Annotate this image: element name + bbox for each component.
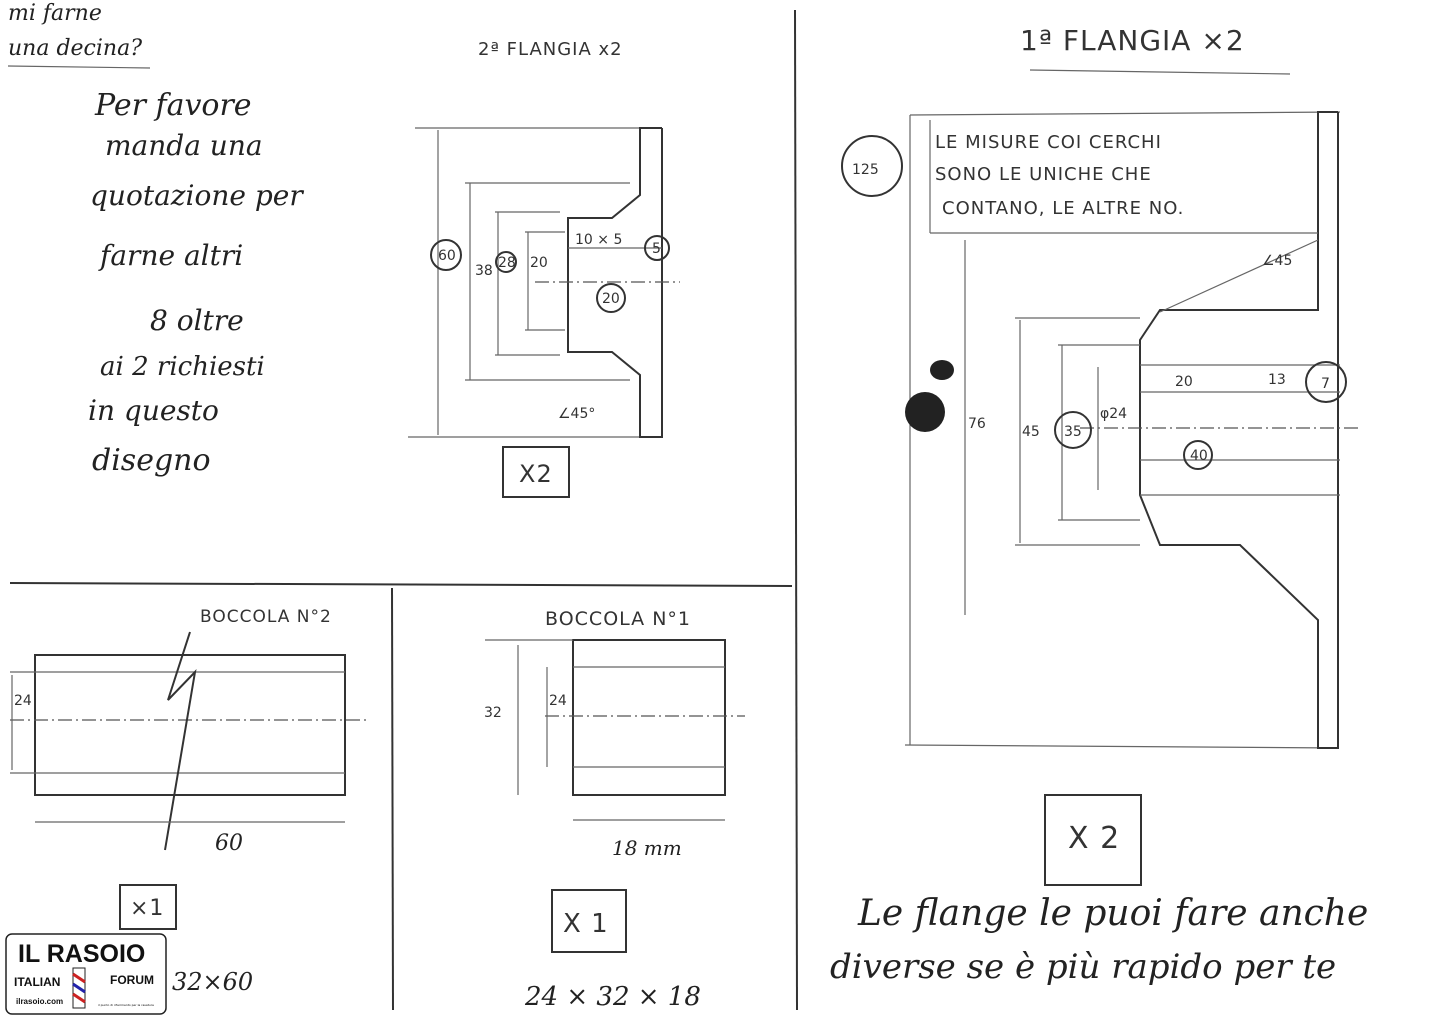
flange-1-qty: X 2 xyxy=(1068,821,1120,856)
rect-stroke xyxy=(502,446,570,498)
flange1-dims-l13-label: 13 xyxy=(1268,372,1286,388)
flange-2-qty: X2 xyxy=(519,460,553,488)
bush-1-title: BOCCOLA N°1 xyxy=(545,608,691,630)
request-note-1-label: manda una xyxy=(105,129,263,162)
flange-2-drawing: 2ª FLANGIA x2 60 38 28 20 10 × 5 5 20 ∠4… xyxy=(408,39,680,498)
logo-right-label: FORUM xyxy=(110,973,154,987)
rect-stroke xyxy=(34,654,346,796)
request-note-6-label: in questo xyxy=(88,394,219,427)
flange1-dims-d45-label: 45 xyxy=(1022,424,1040,440)
circle-stroke xyxy=(596,283,626,313)
flange1-note-0-label: LE MISURE COI CERCHI xyxy=(935,132,1162,153)
bush1-d24-label: 24 xyxy=(549,693,567,709)
flange1-d125-label: 125 xyxy=(852,162,879,178)
flange1-dims-l20-label: 20 xyxy=(1175,374,1193,390)
line-stroke xyxy=(904,744,1339,749)
logo-title-label: IL RASOIO xyxy=(18,940,145,968)
flange2-dims-d60-label: 60 xyxy=(438,248,456,264)
flange1-dims-angle-label: ∠45 xyxy=(1262,253,1292,269)
circle-stroke xyxy=(495,251,517,273)
vertical-divider xyxy=(794,9,798,1011)
bush1-size-label: 24 × 32 × 18 xyxy=(524,982,701,1012)
scribble-mark xyxy=(905,392,945,432)
request-note: Per favore manda una quotazione per farn… xyxy=(88,88,304,478)
flange1-dims-l7-label: 7 xyxy=(1321,376,1330,392)
rect-stroke xyxy=(119,884,177,930)
circle-stroke xyxy=(1054,411,1092,449)
line-stroke xyxy=(1029,69,1291,75)
request-note-2-label: quotazione per xyxy=(90,179,304,212)
bush-2-size: 32×60 xyxy=(172,968,253,996)
flange2-dims-d28-label: 28 xyxy=(498,255,516,271)
logo-url-label: ilrasoio.com xyxy=(16,997,63,1006)
circle-stroke xyxy=(644,235,670,261)
rect-stroke xyxy=(1044,794,1142,886)
bush1-qty-label: X 1 xyxy=(563,909,609,939)
line-stroke xyxy=(72,982,86,994)
note-top-line2-label: una decina? xyxy=(8,36,142,61)
rect-stroke xyxy=(572,639,726,796)
circle-stroke xyxy=(841,135,903,197)
rect-stroke xyxy=(551,889,627,953)
polyline-stroke xyxy=(567,127,663,438)
scribble-mark xyxy=(930,360,954,380)
flange2-dims-d38-label: 38 xyxy=(475,263,493,279)
request-note-5-label: ai 2 richiesti xyxy=(100,352,265,382)
flange-2-title: 2ª FLANGIA x2 xyxy=(478,39,623,60)
bush-2-title: BOCCOLA N°2 xyxy=(200,607,332,627)
footer-note-1-label: diverse se è più rapido per te xyxy=(830,947,1336,987)
forum-logo: IL RASOIO ITALIAN FORUM ilrasoio.com il … xyxy=(5,933,167,1015)
logo-left-label: ITALIAN xyxy=(14,975,60,989)
flange1-note-1-label: SONO LE UNICHE CHE xyxy=(935,164,1152,185)
flange2-dims-d20-label: 20 xyxy=(530,255,548,271)
logo-tagline-label: il punto di riferimento per la rasatura xyxy=(98,1003,154,1007)
flange2-dims-d5-label: 5 xyxy=(652,241,661,257)
circle-stroke xyxy=(430,239,462,271)
flange1-note-2-label: CONTANO, LE ALTRE NO. xyxy=(942,198,1184,219)
footer-note-0-label: Le flange le puoi fare anche xyxy=(857,893,1368,934)
flange2-dims-hub-label: 10 × 5 xyxy=(575,232,622,248)
circle-stroke xyxy=(1305,361,1347,403)
request-note-0-label: Per favore xyxy=(94,88,252,123)
bush-1-drawing: BOCCOLA N°1 32 24 18 mm X 1 24 × 32 × 18 xyxy=(484,608,745,1012)
line-stroke xyxy=(909,111,1341,116)
flange1-dims-d40-label: 40 xyxy=(1190,448,1208,464)
line-stroke xyxy=(1159,239,1319,313)
request-note-3-label: farne altri xyxy=(98,239,243,272)
bush1-d32-label: 32 xyxy=(484,705,502,721)
flange1-dims-d35-label: 35 xyxy=(1064,424,1082,440)
note-top: mi farne una decina? xyxy=(7,1,151,69)
note-top-line1-label: mi farne xyxy=(8,1,102,26)
line-stroke xyxy=(7,65,151,69)
bush-2-drawing: BOCCOLA N°2 24 60 ×1 32×60 xyxy=(10,607,370,996)
horizontal-divider xyxy=(9,582,793,587)
flange1-dims-d24-label: φ24 xyxy=(1100,406,1127,422)
polyline-stroke xyxy=(164,631,197,851)
flange2-dims-angle-label: ∠45° xyxy=(558,406,595,422)
request-note-4-label: 8 oltre xyxy=(150,304,244,337)
line-stroke xyxy=(72,972,86,984)
bottom-divider xyxy=(391,587,394,1011)
rect-stroke xyxy=(5,933,167,1015)
bush2-qty-label: ×1 xyxy=(130,896,164,921)
bush2-len-label: 60 xyxy=(215,831,243,856)
circle-stroke xyxy=(1183,440,1213,470)
flange-1-drawing: 1ª FLANGIA ×2 125 LE MISURE COI CERCHI S… xyxy=(841,24,1360,886)
flange-1-title: 1ª FLANGIA ×2 xyxy=(1020,24,1245,57)
bush1-len-label: 18 mm xyxy=(612,836,682,860)
request-note-7-label: disegno xyxy=(92,443,211,478)
bush2-d24-label: 24 xyxy=(14,693,32,709)
flange2-dims-bore-label: 20 xyxy=(602,291,620,307)
flange1-dims-d76-label: 76 xyxy=(968,416,986,432)
footer-note: Le flange le puoi fare anche diverse se … xyxy=(830,893,1368,987)
line-stroke xyxy=(72,992,86,1004)
